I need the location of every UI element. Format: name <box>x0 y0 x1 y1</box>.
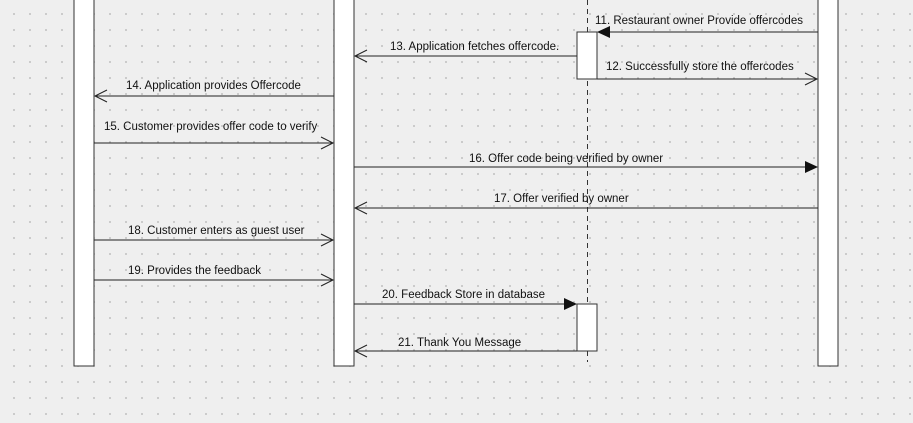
lifeline-application[interactable] <box>333 0 355 367</box>
message-21[interactable]: 21. Thank You Message <box>353 337 577 358</box>
message-label-16: 16. Offer code being verified by owner <box>469 153 663 165</box>
message-15[interactable]: 15. Customer provides offer code to veri… <box>94 121 335 150</box>
lifeline-customer[interactable] <box>73 0 95 367</box>
message-11[interactable]: 11. Restaurant owner Provide offercodes <box>595 15 818 38</box>
message-18[interactable]: 18. Customer enters as guest user <box>94 225 335 247</box>
message-17[interactable]: 17. Offer verified by owner <box>353 193 818 215</box>
message-label-15: 15. Customer provides offer code to veri… <box>104 121 318 133</box>
message-label-21: 21. Thank You Message <box>398 337 521 349</box>
message-19[interactable]: 19. Provides the feedback <box>94 265 335 287</box>
message-label-11: 11. Restaurant owner Provide offercodes <box>595 15 803 27</box>
message-label-12: 12. Successfully store the offercodes <box>606 61 794 73</box>
message-20[interactable]: 20. Feedback Store in database <box>354 289 577 310</box>
lifeline-owner[interactable] <box>817 0 839 367</box>
message-label-18: 18. Customer enters as guest user <box>128 225 305 237</box>
message-12[interactable]: 12. Successfully store the offercodes <box>597 61 819 86</box>
message-13[interactable]: 13. Application fetches offercode. <box>353 41 577 63</box>
message-label-19: 19. Provides the feedback <box>128 265 261 277</box>
activation-bar-database-2[interactable] <box>576 303 598 352</box>
message-label-20: 20. Feedback Store in database <box>382 289 545 301</box>
activation-bar-database-1[interactable] <box>576 31 598 80</box>
message-14[interactable]: 14. Application provides Offercode <box>93 80 334 103</box>
message-label-14: 14. Application provides Offercode <box>126 80 301 92</box>
message-label-17: 17. Offer verified by owner <box>494 193 629 205</box>
message-label-13: 13. Application fetches offercode. <box>390 41 559 53</box>
message-16[interactable]: 16. Offer code being verified by owner <box>354 153 818 173</box>
